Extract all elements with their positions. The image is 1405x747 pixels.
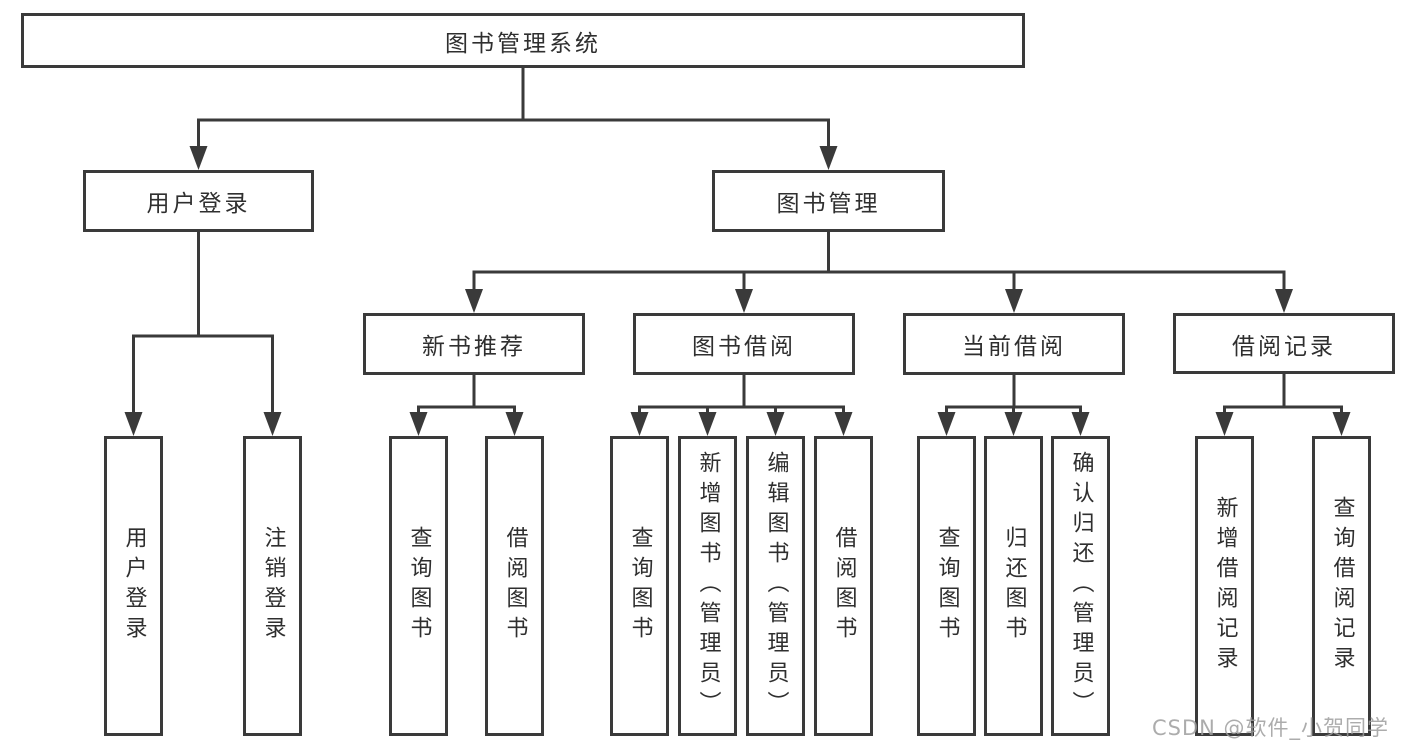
node-new-book-recommend: 新书推荐: [363, 313, 585, 375]
leaf-borrow-borrow-books: 借阅图书: [814, 436, 873, 736]
node-user-login: 用户登录: [83, 170, 314, 232]
leaf-borrow-edit-books-admin: 编辑图书（管理员）: [746, 436, 805, 736]
node-book-borrow: 图书借阅: [633, 313, 855, 375]
leaf-user-login: 用户登录: [104, 436, 163, 736]
connector-borrow-record-branch: [1215, 374, 1351, 436]
node-library-system-root: 图书管理系统: [21, 13, 1025, 68]
leaf-current-return-books: 归还图书: [984, 436, 1043, 736]
node-current-borrow: 当前借阅: [903, 313, 1125, 375]
connector-root-branch: [189, 68, 838, 170]
leaf-borrow-add-books-admin: 新增图书（管理员）: [678, 436, 737, 736]
leaf-current-confirm-return-admin: 确认归还（管理员）: [1051, 436, 1110, 736]
leaf-newbook-borrow-books: 借阅图书: [485, 436, 544, 736]
leaf-newbook-query-books: 查询图书: [389, 436, 448, 736]
leaf-record-add-borrow-record: 新增借阅记录: [1195, 436, 1254, 736]
connector-current-borrow-branch: [937, 375, 1090, 436]
leaf-record-query-borrow-record: 查询借阅记录: [1312, 436, 1371, 736]
connector-new-book-branch: [409, 375, 524, 436]
leaf-borrow-query-books: 查询图书: [610, 436, 669, 736]
connector-book-management-branch: [465, 232, 1293, 313]
connector-book-borrow-branch: [630, 375, 853, 436]
node-borrow-records: 借阅记录: [1173, 313, 1395, 374]
leaf-current-query-books: 查询图书: [917, 436, 976, 736]
leaf-logout: 注销登录: [243, 436, 302, 736]
connector-user-login-branch: [124, 232, 282, 436]
node-book-management: 图书管理: [712, 170, 945, 232]
